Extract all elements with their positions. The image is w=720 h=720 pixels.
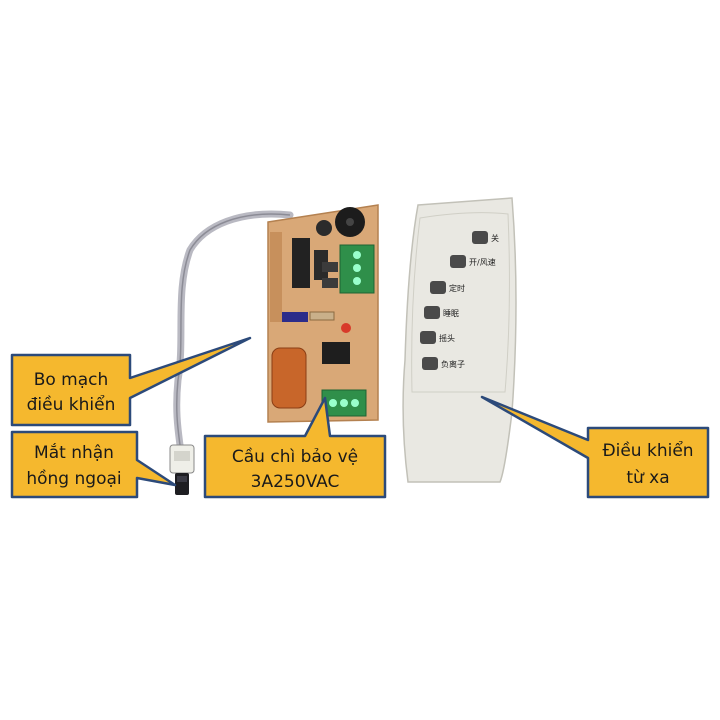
callout-ir-line2: hồng ngoại [26, 468, 121, 489]
callout-fuse: Cầu chì bảo vệ 3A250VAC [203, 396, 387, 499]
control-board [267, 204, 379, 423]
remote-button-key[interactable] [422, 357, 438, 370]
ir-receiver [169, 444, 195, 495]
remote-button-key[interactable] [450, 255, 466, 268]
remote-button[interactable]: 关 [472, 231, 499, 244]
remote-button[interactable]: 摇头 [420, 331, 455, 344]
callout-fuse-line1: Cầu chì bảo vệ [232, 446, 358, 467]
remote-button-label: 负离子 [441, 359, 465, 369]
remote-button-label: 定时 [449, 283, 465, 293]
remote-button-key[interactable] [424, 306, 440, 319]
callout-board-line1: Bo mạch [34, 370, 109, 390]
remote-button-key[interactable] [472, 231, 488, 244]
callout-ir-line1: Mắt nhận [34, 442, 114, 463]
remote-button[interactable]: 定时 [430, 281, 465, 294]
callout-remote-line2: từ xa [626, 468, 669, 488]
callout-ir: Mắt nhận hồng ngoại [10, 430, 177, 499]
remote-button-label: 摇头 [439, 333, 455, 343]
callout-remote-line1: Điều khiển [602, 440, 693, 461]
callout-board: Bo mạch điều khiển [10, 336, 252, 427]
remote-button[interactable]: 睡眠 [424, 306, 459, 319]
ribbon-cable [173, 210, 294, 449]
callout-board-line2: điều khiển [27, 394, 116, 415]
callout-fuse-line2: 3A250VAC [251, 472, 340, 492]
callout-remote: Điều khiển từ xa [480, 395, 710, 499]
remote-button-label: 睡眠 [443, 309, 459, 318]
remote-button[interactable]: 负离子 [422, 357, 465, 370]
remote-button-label: 开/风速 [469, 258, 496, 267]
remote-button-key[interactable] [420, 331, 436, 344]
remote-button-label: 关 [491, 233, 499, 243]
remote-button-key[interactable] [430, 281, 446, 294]
remote-button[interactable]: 开/风速 [450, 255, 496, 268]
